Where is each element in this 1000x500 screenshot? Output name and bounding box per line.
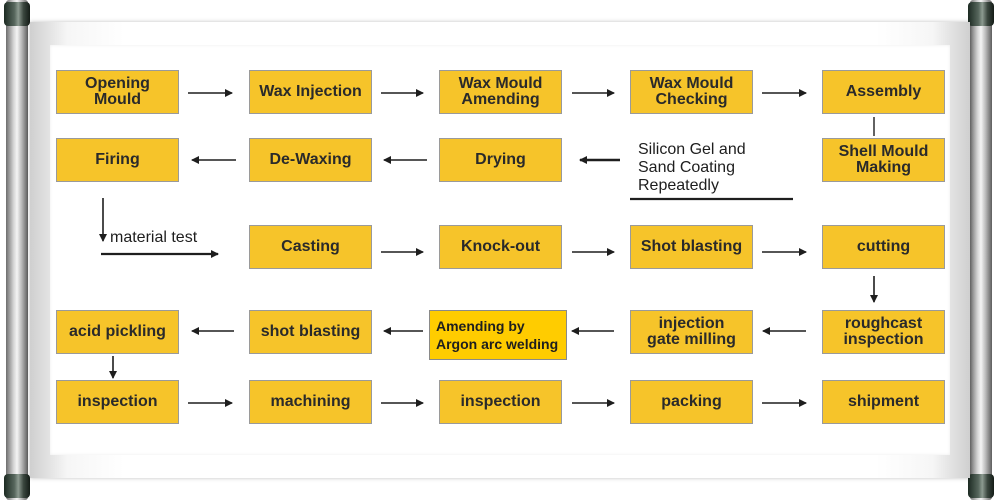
step-drying: Drying xyxy=(439,138,562,182)
step-machining: machining xyxy=(249,380,372,424)
step-firing: Firing xyxy=(56,138,179,182)
step-de-waxing: De-Waxing xyxy=(249,138,372,182)
right-roller-bottom-cap xyxy=(968,474,994,498)
step-inspection-1: inspection xyxy=(56,380,179,424)
step-amending-argon-arc-welding: Amending by Argon arc welding xyxy=(429,310,567,360)
step-opening-mould: Opening Mould xyxy=(56,70,179,114)
step-cutting: cutting xyxy=(822,225,945,269)
step-shell-mould-making: Shell Mould Making xyxy=(822,138,945,182)
step-inspection-2: inspection xyxy=(439,380,562,424)
step-silicon-gel-sand-coating: Silicon Gel and Sand Coating Repeatedly xyxy=(638,141,746,194)
step-shot-blasting-2: shot blasting xyxy=(249,310,372,354)
left-roller-bottom-cap xyxy=(4,474,30,498)
step-packing: packing xyxy=(630,380,753,424)
step-shot-blasting-1: Shot blasting xyxy=(630,225,753,269)
right-scroll-roller xyxy=(968,0,994,500)
step-injection-gate-milling: injection gate milling xyxy=(630,310,753,354)
step-wax-mould-amending: Wax Mould Amending xyxy=(439,70,562,114)
left-scroll-roller xyxy=(4,0,30,500)
step-assembly: Assembly xyxy=(822,70,945,114)
step-wax-mould-checking: Wax Mould Checking xyxy=(630,70,753,114)
step-acid-pickling: acid pickling xyxy=(56,310,179,354)
right-roller-top-cap xyxy=(968,2,994,26)
step-wax-injection: Wax Injection xyxy=(249,70,372,114)
step-roughcast-inspection: roughcast inspection xyxy=(822,310,945,354)
left-roller-top-cap xyxy=(4,2,30,26)
step-material-test-label: material test xyxy=(110,229,198,246)
step-shipment: shipment xyxy=(822,380,945,424)
step-knock-out: Knock-out xyxy=(439,225,562,269)
step-casting: Casting xyxy=(249,225,372,269)
